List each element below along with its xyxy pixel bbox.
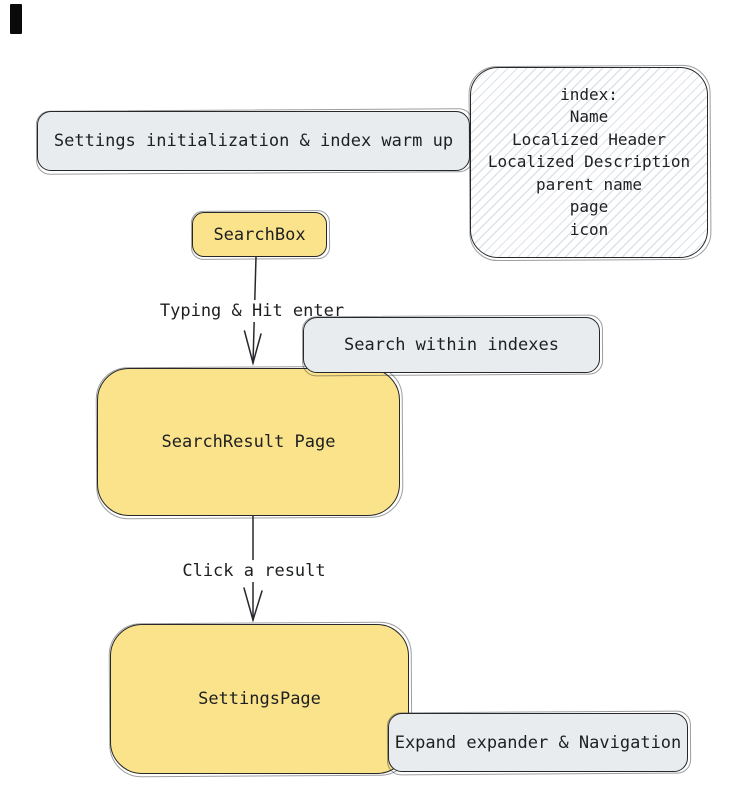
node-expand-expander-navigation: Expand expander & Navigation xyxy=(388,713,688,772)
node-searchbox: SearchBox xyxy=(192,212,327,257)
index-line: Localized Header xyxy=(511,129,667,149)
node-label: Expand expander & Navigation xyxy=(394,732,682,753)
index-line: page xyxy=(569,197,609,217)
node-label: Settings initialization & index warm up xyxy=(53,131,454,151)
index-line: index: xyxy=(560,84,618,104)
index-line: parent name xyxy=(536,174,642,194)
arrowhead xyxy=(243,587,263,623)
edge-label-typing-hit-enter: Typing & Hit enter xyxy=(154,300,350,322)
index-line: Localized Description xyxy=(487,152,691,172)
node-settingspage: SettingsPage xyxy=(110,624,409,774)
edge-label-click-a-result: Click a result xyxy=(177,560,331,582)
node-index-fields: index: Name Localized Header Localized D… xyxy=(470,67,708,258)
node-searchresult-page: SearchResult Page xyxy=(97,368,400,516)
arrowhead xyxy=(243,330,262,366)
node-label: SettingsPage xyxy=(198,689,321,709)
node-search-within-indexes: Search within indexes xyxy=(303,317,600,373)
corner-mark xyxy=(10,4,22,34)
node-settings-initialization: Settings initialization & index warm up xyxy=(37,111,470,171)
node-label: SearchBox xyxy=(213,224,306,245)
index-line: Name xyxy=(569,107,609,127)
node-label: SearchResult Page xyxy=(161,432,336,452)
node-label: Search within indexes xyxy=(344,335,559,355)
index-line: icon xyxy=(569,219,609,239)
